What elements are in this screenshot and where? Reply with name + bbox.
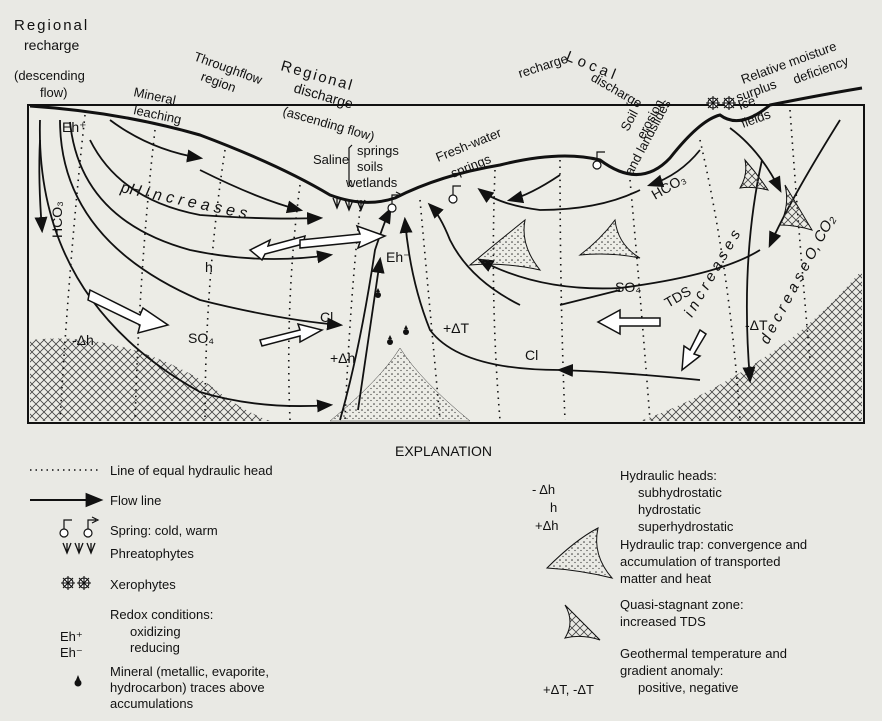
legend-xerophyte-symbol — [61, 576, 91, 590]
legend-geothermal-2: gradient anomaly: — [620, 663, 723, 678]
label-springs: springs — [357, 143, 399, 158]
legend-redox-red: reducing — [130, 640, 180, 655]
label-h: h — [205, 259, 213, 275]
label-plus-dt: +ΔT — [443, 320, 470, 336]
legend-spring: Spring: cold, warm — [110, 523, 218, 538]
legend-eh-minus: Eh⁻ — [60, 645, 83, 660]
legend-spring-symbol — [60, 517, 98, 537]
legend-eh-plus: Eh⁺ — [60, 629, 83, 644]
label-wetlands: wetlands — [345, 175, 398, 190]
legend-heads-sym-sub: - Δh — [532, 482, 555, 497]
legend-stagnant-1: Quasi-stagnant zone: — [620, 597, 744, 612]
label-so4-right: SO₄ — [615, 279, 641, 295]
label-plus-dh: +Δh — [330, 350, 355, 366]
label-minus-dh: -Δh — [72, 332, 94, 348]
legend-geothermal-1: Geothermal temperature and — [620, 646, 787, 661]
legend-redox-title: Redox conditions: — [110, 607, 213, 622]
legend-equal-head: Line of equal hydraulic head — [110, 463, 273, 478]
legend-heads-sub: subhydrostatic — [638, 485, 722, 500]
label-eh-minus: Eh⁻ — [386, 249, 411, 265]
label-soils: soils — [357, 159, 384, 174]
label-so4-left: SO₄ — [188, 330, 214, 346]
label-recharge: recharge — [24, 37, 79, 53]
legend-geothermal-3: positive, negative — [638, 680, 738, 695]
legend-phreatophytes: Phreatophytes — [110, 546, 194, 561]
legend-heads-hyd: hydrostatic — [638, 502, 701, 517]
legend-geothermal-sym: +ΔT, -ΔT — [543, 682, 594, 697]
legend-mineral-3: accumulations — [110, 696, 193, 711]
label-local-recharge: recharge — [516, 51, 569, 81]
legend-phreatophyte-symbol — [63, 543, 95, 553]
legend-xerophytes: Xerophytes — [110, 577, 176, 592]
label-cl-right: Cl — [525, 347, 538, 363]
explanation-title: EXPLANATION — [395, 444, 492, 459]
legend-heads-title: Hydraulic heads: — [620, 468, 717, 483]
label-eh-plus: Eh⁺ — [62, 119, 87, 135]
legend-heads-sym-super: +Δh — [535, 518, 559, 533]
label-hco3-left: HCO₃ — [49, 201, 65, 238]
label-cl-left: Cl — [320, 309, 333, 325]
legend-mineral-1: Mineral (metallic, evaporite, — [110, 664, 269, 679]
legend-trap-symbol — [547, 528, 612, 578]
label-saline: Saline — [313, 152, 349, 167]
legend-stagnant-2: increased TDS — [620, 614, 706, 629]
label-descending: (descending — [14, 68, 85, 83]
label-flow: flow) — [40, 85, 67, 100]
legend-stagnant-symbol — [565, 605, 600, 640]
label-regional: Regional — [14, 17, 89, 34]
legend-trap-2: accumulation of transported — [620, 554, 780, 569]
legend-heads-sym-hyd: h — [550, 500, 557, 515]
legend-redox-ox: oxidizing — [130, 624, 181, 639]
legend-trap-3: matter and heat — [620, 571, 711, 586]
legend-flow-line: Flow line — [110, 493, 161, 508]
legend-mineral-2: hydrocarbon) traces above — [110, 680, 265, 695]
legend-mineral-symbol — [75, 675, 82, 687]
legend-heads-super: superhydrostatic — [638, 519, 733, 534]
legend-trap-1: Hydraulic trap: convergence and — [620, 537, 807, 552]
